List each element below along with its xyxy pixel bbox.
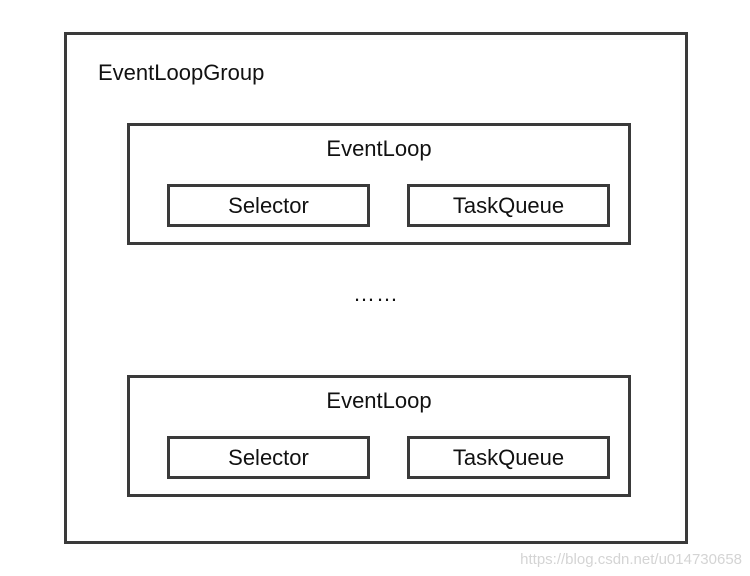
selector-label: Selector xyxy=(228,444,309,470)
selector-label: Selector xyxy=(228,192,309,218)
task-queue-box: TaskQueue xyxy=(407,436,610,479)
task-queue-label: TaskQueue xyxy=(452,192,565,218)
selector-box: Selector xyxy=(167,436,370,479)
event-loop-box-2: EventLoop Selector TaskQueue xyxy=(127,375,631,497)
selector-box: Selector xyxy=(167,184,370,227)
event-loop-group-title: EventLoopGroup xyxy=(98,60,265,85)
watermark-text: https://blog.csdn.net/u014730658 xyxy=(520,551,742,568)
ellipsis-text: …… xyxy=(353,281,399,306)
event-loop-box-1: EventLoop Selector TaskQueue xyxy=(127,123,631,245)
task-queue-box: TaskQueue xyxy=(407,184,610,227)
event-loop-title: EventLoop xyxy=(326,136,432,161)
event-loop-group-box: EventLoopGroup EventLoop Selector TaskQu… xyxy=(64,32,688,544)
task-queue-label: TaskQueue xyxy=(452,444,565,470)
event-loop-title: EventLoop xyxy=(326,388,432,413)
